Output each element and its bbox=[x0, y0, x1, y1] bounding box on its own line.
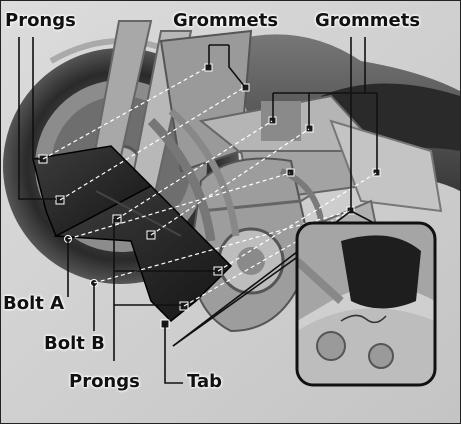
label-grommets-left: Grommets bbox=[173, 12, 278, 30]
label-prongs-top: Prongs bbox=[5, 12, 76, 30]
label-grommets-right: Grommets bbox=[315, 12, 420, 30]
label-bolt-a: Bolt A bbox=[3, 295, 64, 313]
label-prongs-bottom: Prongs bbox=[69, 373, 140, 391]
label-tab: Tab bbox=[187, 373, 222, 391]
label-bolt-b: Bolt B bbox=[44, 335, 105, 353]
inset-detail bbox=[297, 223, 435, 385]
